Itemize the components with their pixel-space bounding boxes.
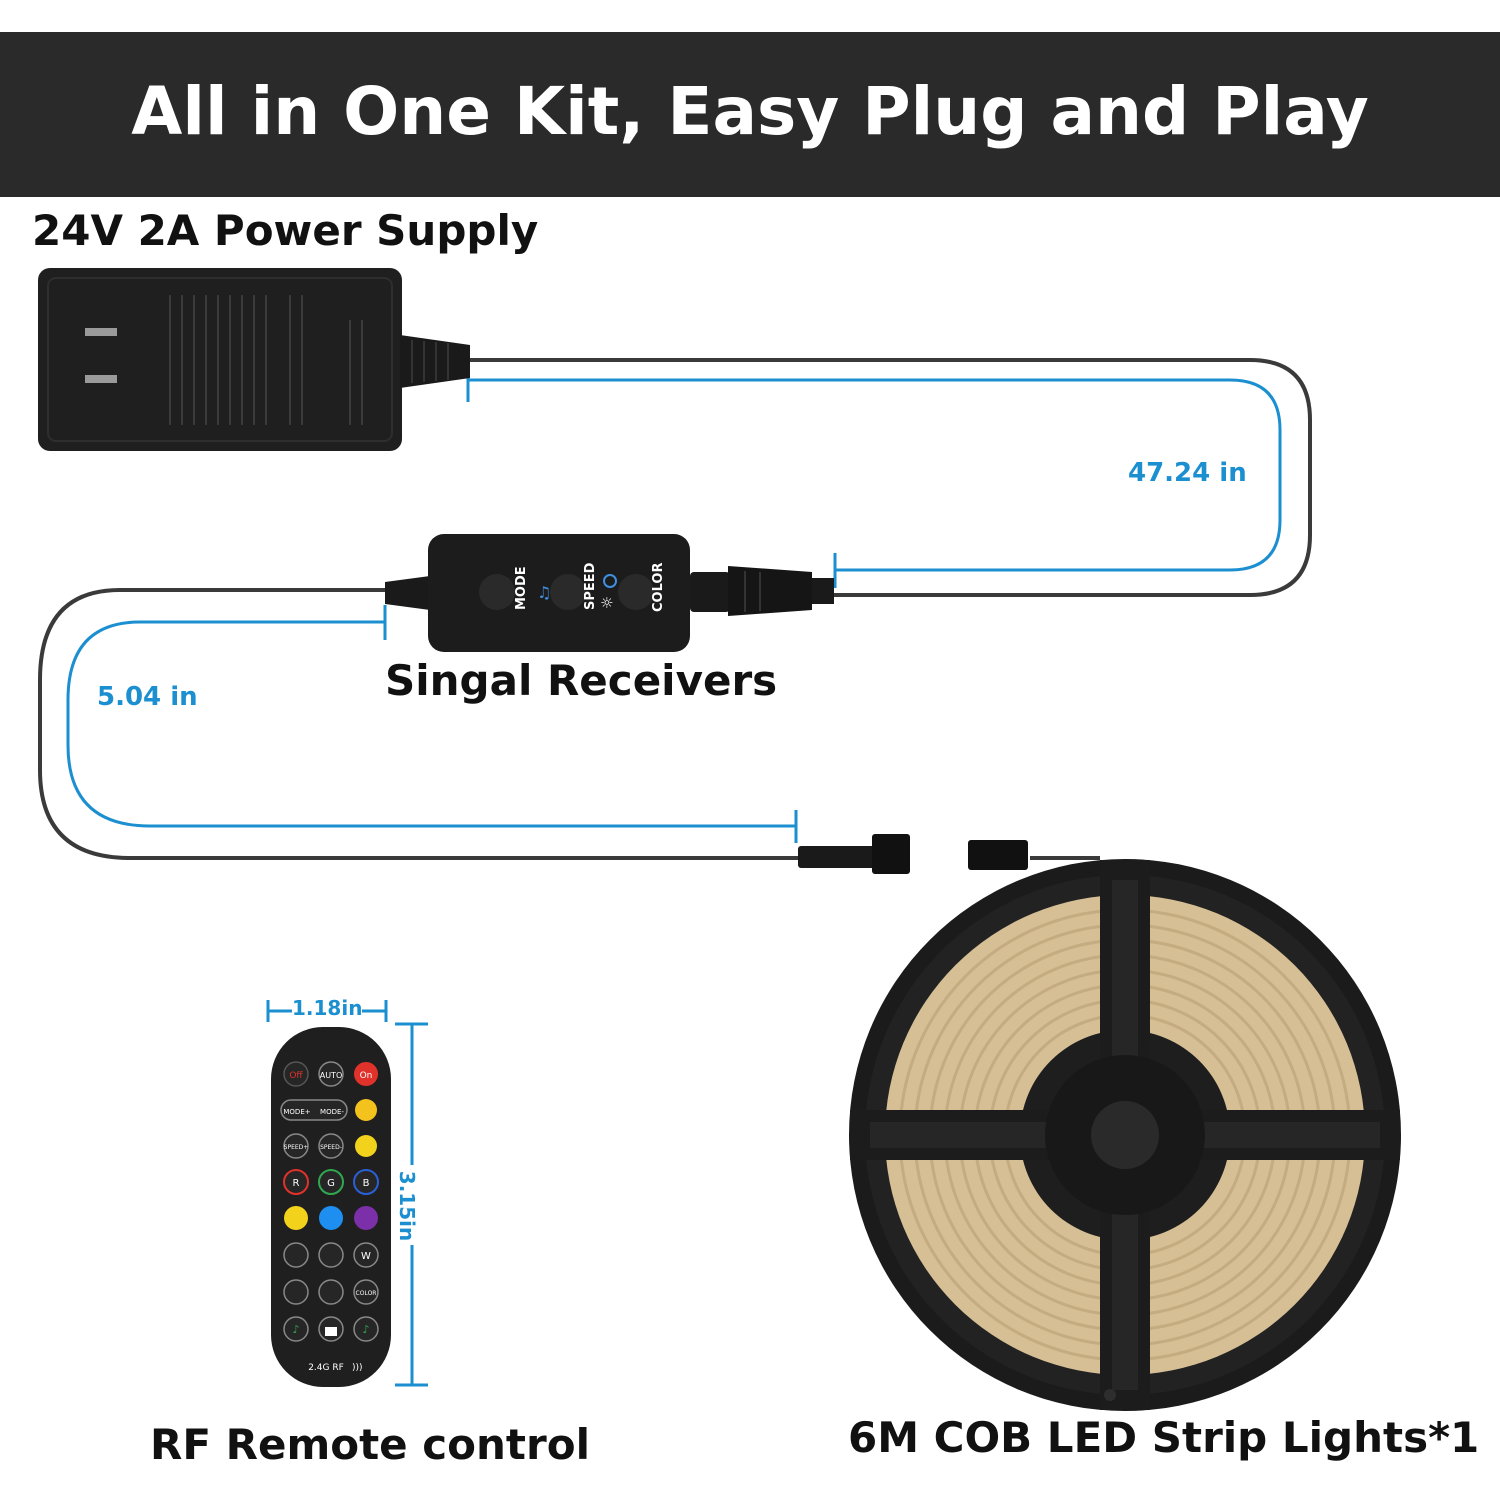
power-plug-icon: [85, 328, 117, 336]
power-supply: [38, 268, 470, 451]
lower-cable: [38, 588, 800, 860]
music-note-icon: ♫: [537, 583, 551, 602]
header-banner: All in One Kit, Easy Plug and Play: [0, 32, 1500, 197]
signal-icon: ))): [352, 1363, 363, 1373]
remote-mode-plus-label: MODE+: [283, 1108, 310, 1116]
strip-label: 6M COB LED Strip Lights*1: [848, 1413, 1480, 1462]
page-title: All in One Kit, Easy Plug and Play: [131, 73, 1369, 150]
power-icon: [603, 574, 617, 588]
remote-b-label: B: [363, 1178, 370, 1189]
remote-off-label: Off: [289, 1071, 303, 1081]
strip-connector: [798, 834, 1028, 874]
remote-speed-minus-label: SPEED-: [320, 1144, 342, 1151]
remote-color-label: COLOR: [356, 1290, 377, 1297]
rf-remote: Off AUTO On MODE+ MODE- SPEED+ SPEED- R …: [271, 1027, 391, 1387]
upper-cable: [470, 358, 1312, 597]
remote-auto-label: AUTO: [320, 1071, 343, 1080]
remote-w-label: W: [361, 1251, 371, 1262]
upper-cable-length: 47.24 in: [1128, 458, 1247, 488]
led-strip-reel: [849, 859, 1401, 1411]
remote-width: 1.18in: [292, 996, 363, 1020]
receiver-label: Singal Receivers: [385, 656, 778, 705]
remote-r-label: R: [293, 1178, 300, 1189]
signal-receiver: MODE SPEED COLOR ♫ ☼: [385, 534, 834, 652]
remote-footer-label: 2.4G RF: [308, 1363, 344, 1373]
receiver-color-label: COLOR: [651, 563, 666, 612]
remote-on-label: On: [360, 1071, 373, 1081]
remote-speed-plus-label: SPEED+: [284, 1144, 309, 1151]
power-supply-label: 24V 2A Power Supply: [32, 206, 539, 255]
remote-dimension-lines: [266, 1000, 428, 1387]
upper-dimension-line: [468, 378, 1282, 572]
remote-label: RF Remote control: [150, 1420, 590, 1469]
sun-icon: ☼: [600, 594, 613, 612]
lower-cable-length: 5.04 in: [97, 682, 198, 712]
music-note-icon: ♪: [292, 1323, 299, 1336]
remote-mode-minus-label: MODE-: [320, 1108, 344, 1116]
receiver-mode-label: MODE: [514, 566, 529, 610]
music-note-icon: ♪: [362, 1323, 369, 1336]
lower-dimension-line: [66, 620, 796, 828]
lock-icon: [325, 1327, 337, 1336]
receiver-speed-label: SPEED: [583, 562, 598, 610]
remote-g-label: G: [327, 1178, 335, 1189]
remote-height: 3.15in: [395, 1170, 420, 1242]
